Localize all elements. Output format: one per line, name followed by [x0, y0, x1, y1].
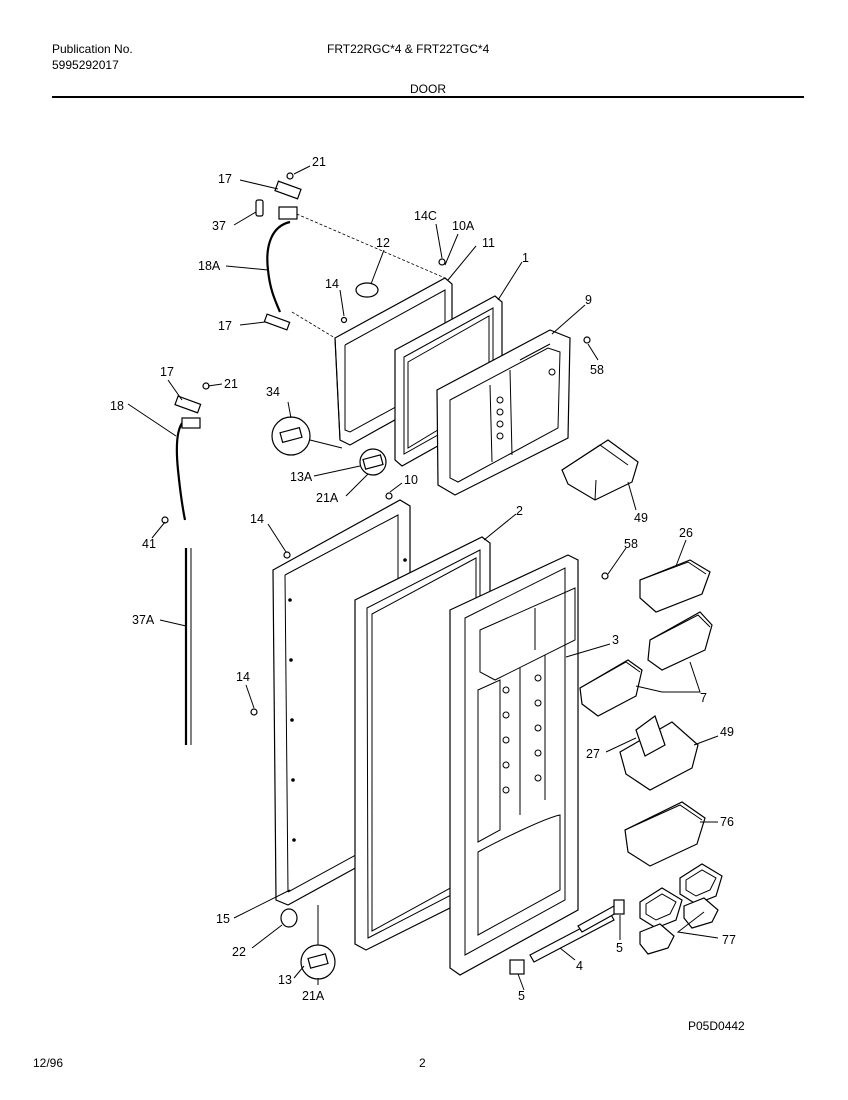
callout-4: 4: [576, 959, 583, 973]
callout-3: 3: [612, 633, 619, 647]
publication-label: Publication No.: [52, 42, 133, 56]
callout-labels: 21 17 37 14C 10A 12 11 1 18A 14 9 17 58 …: [110, 155, 736, 1003]
callout-15: 15: [216, 912, 230, 926]
hinge-detail-upper: [271, 416, 387, 476]
callout-41: 41: [142, 537, 156, 551]
freezer-liner: [436, 329, 571, 496]
callout-7: 7: [700, 691, 707, 705]
callout-17: 17: [218, 172, 232, 186]
callout-18: 18: [110, 399, 124, 413]
callout-14: 14: [325, 277, 339, 291]
refrigerator-liner: [449, 554, 579, 976]
callout-26: 26: [679, 526, 693, 540]
condiment-caddies: [639, 863, 723, 955]
callout-13a: 13A: [290, 470, 313, 484]
callout-14: 14: [236, 670, 250, 684]
section-title: DOOR: [410, 82, 446, 96]
callout-1: 1: [522, 251, 529, 265]
callout-5: 5: [616, 941, 623, 955]
callout-13: 13: [278, 973, 292, 987]
callout-12: 12: [376, 236, 390, 250]
leader-lines: [127, 165, 719, 991]
callout-2: 2: [516, 504, 523, 518]
callout-37: 37: [212, 219, 226, 233]
callout-49: 49: [720, 725, 734, 739]
callout-76: 76: [720, 815, 734, 829]
model-numbers: FRT22RGC*4 & FRT22TGC*4: [327, 42, 490, 56]
callout-21: 21: [224, 377, 238, 391]
refrigerator-upper-handle: [175, 421, 187, 521]
bottom-trim-parts: [250, 492, 625, 975]
callout-10: 10: [404, 473, 418, 487]
callout-14c: 14C: [414, 209, 437, 223]
callout-11: 11: [482, 236, 495, 250]
callout-17: 17: [160, 365, 174, 379]
hinge-parts: [255, 172, 591, 344]
guide-line: [291, 311, 336, 339]
callout-49: 49: [634, 511, 648, 525]
header-rule: [52, 96, 804, 98]
callout-58: 58: [590, 363, 604, 377]
callout-21a: 21A: [316, 491, 339, 505]
callout-21: 21: [312, 155, 326, 169]
callout-21a: 21A: [302, 989, 325, 1003]
egg-bin: [619, 715, 699, 791]
door-shelf-lower: [579, 659, 643, 717]
callout-9: 9: [585, 293, 592, 307]
callout-5: 5: [518, 989, 525, 1003]
callout-18a: 18A: [198, 259, 221, 273]
refrigerator-hinge: [161, 382, 210, 524]
callout-58: 58: [624, 537, 638, 551]
callout-34: 34: [266, 385, 280, 399]
diagram-code: P05D0442: [688, 1019, 745, 1033]
callout-10a: 10A: [452, 219, 475, 233]
callout-37a: 37A: [132, 613, 155, 627]
publication-number: 5995292017: [52, 58, 119, 72]
door-shelf-upper: [647, 611, 713, 671]
freezer-bin: [561, 439, 639, 501]
hinge-detail-lower: [280, 905, 336, 980]
callout-17: 17: [218, 319, 232, 333]
page-number: 2: [419, 1056, 426, 1070]
footer-date: 12/96: [33, 1056, 64, 1070]
callout-77: 77: [722, 933, 736, 947]
gallon-bin: [624, 801, 706, 867]
freezer-handle: [266, 220, 291, 313]
callout-27: 27: [586, 747, 600, 761]
guide-line: [291, 211, 446, 279]
callout-22: 22: [232, 945, 246, 959]
callout-14: 14: [250, 512, 264, 526]
dairy-door-bin: [639, 559, 711, 613]
